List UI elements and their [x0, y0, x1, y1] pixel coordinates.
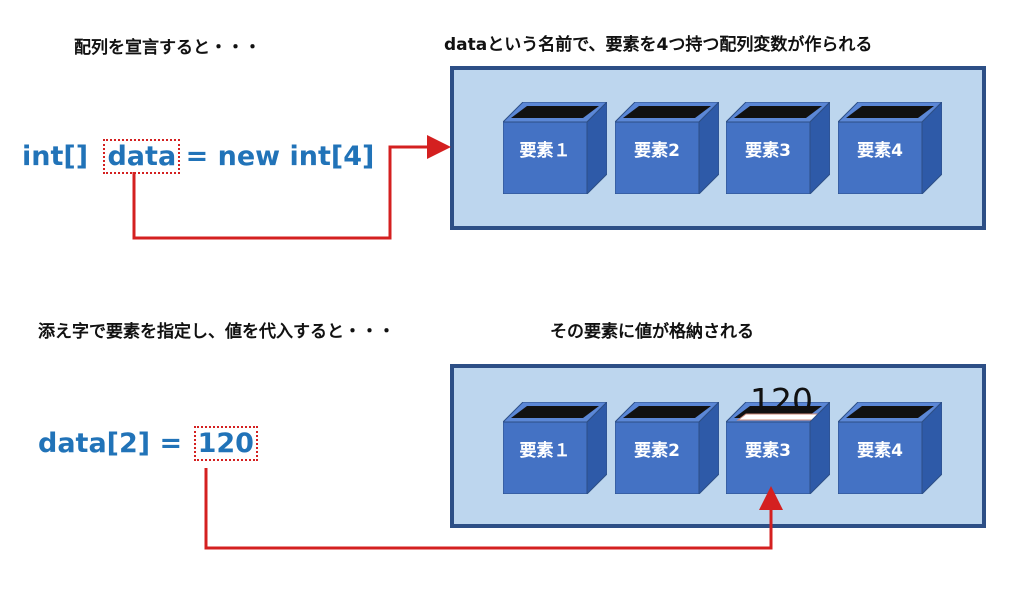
- assigned-element-label: 要素１: [519, 441, 571, 461]
- assigned-element-label: 要素2: [634, 441, 680, 461]
- assigned-element-3: 要素3: [726, 402, 830, 494]
- bottom-caption-left: 添え字で要素を指定し、値を代入すると・・・: [38, 322, 395, 342]
- assignment-code: data[2] = 120: [38, 426, 258, 461]
- declared-element-label: 要素3: [745, 141, 791, 161]
- declared-element-label: 要素１: [519, 141, 571, 161]
- declared-element-4: 要素4: [838, 102, 942, 194]
- stored-value-label: 120: [750, 381, 813, 420]
- declared-element-3: 要素3: [726, 102, 830, 194]
- declaration-code: int[] data = new int[4]: [22, 139, 375, 174]
- top-caption-left: 配列を宣言すると・・・: [74, 38, 261, 58]
- bottom-caption-right: その要素に値が格納される: [550, 322, 754, 342]
- assignment-arrow: [204, 468, 783, 550]
- code-assigned-value: 120: [193, 426, 258, 461]
- assigned-element-2: 要素2: [615, 402, 719, 494]
- code-variable-name: data: [103, 139, 181, 174]
- assigned-element-1: 要素１: [503, 402, 607, 494]
- declared-element-label: 要素2: [634, 141, 680, 161]
- code-indexed-element: data[2] =: [38, 428, 183, 459]
- code-type: int[]: [22, 141, 89, 172]
- code-new-expression: = new int[4]: [185, 141, 375, 172]
- top-caption-right: dataという名前で、要素を4つ持つ配列変数が作られる: [444, 35, 873, 55]
- declared-element-label: 要素4: [857, 141, 903, 161]
- declaration-arrow: [132, 135, 451, 240]
- assigned-element-label: 要素4: [857, 441, 903, 461]
- assigned-element-label: 要素3: [745, 441, 791, 461]
- declared-element-1: 要素１: [503, 102, 607, 194]
- assigned-element-4: 要素4: [838, 402, 942, 494]
- declared-element-2: 要素2: [615, 102, 719, 194]
